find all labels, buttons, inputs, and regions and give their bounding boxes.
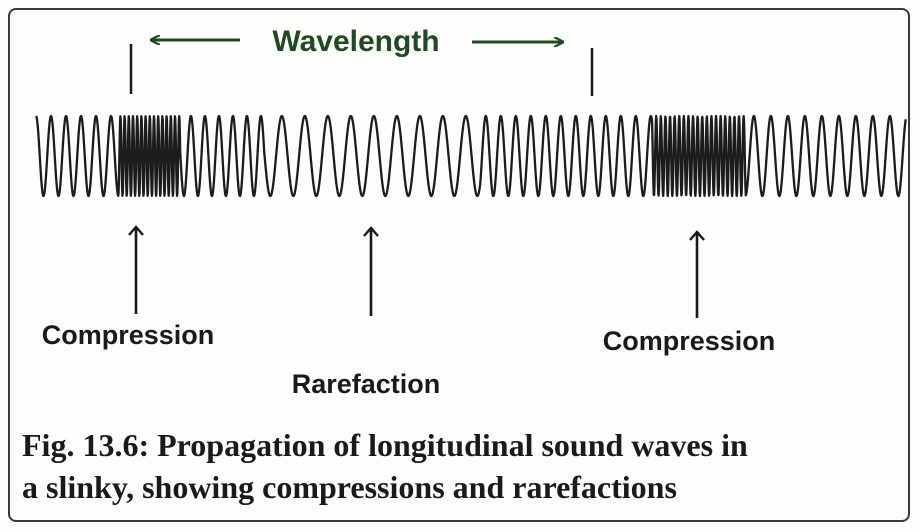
compression-label-left: Compression <box>42 320 215 350</box>
figure-caption: Fig. 13.6: Propagation of longitudinal s… <box>22 424 912 508</box>
caption-line-2: a slinky, showing compressions and raref… <box>22 469 677 505</box>
rarefaction-label: Rarefaction <box>292 369 441 399</box>
caption-line-1: Fig. 13.6: Propagation of longitudinal s… <box>22 427 748 463</box>
compression-label-right: Compression <box>603 326 776 356</box>
figure-border <box>8 8 910 522</box>
wavelength-label: Wavelength <box>272 25 439 58</box>
slinky-coil <box>35 114 907 198</box>
